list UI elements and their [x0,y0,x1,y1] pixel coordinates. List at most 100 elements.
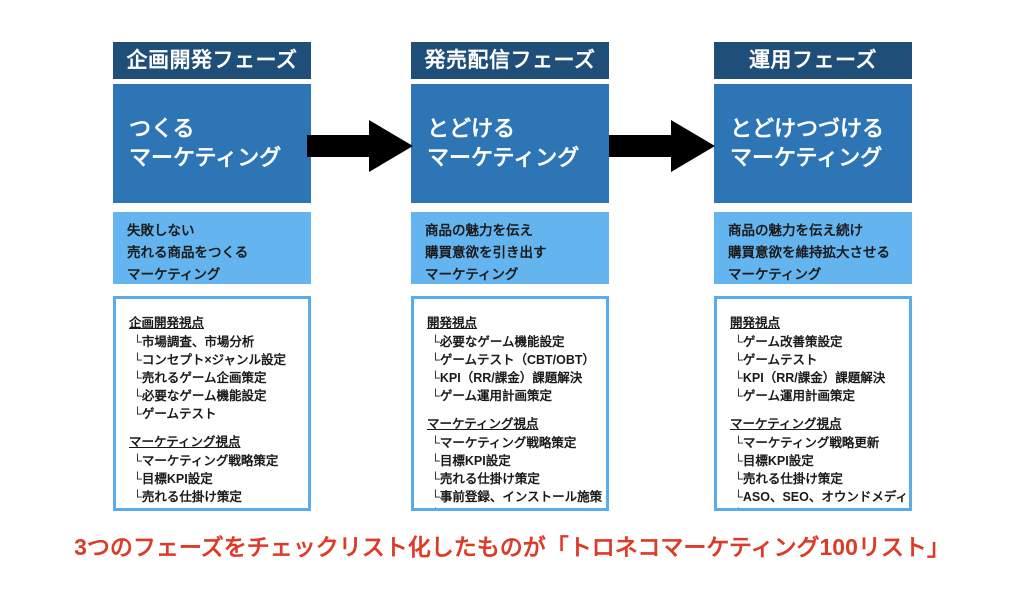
checklist-item: └ゲームテスト [129,405,308,423]
checklist-item-label: 売れる仕掛け策定 [742,471,843,486]
summary-line: マーケティング [425,266,519,282]
checklist-group: マーケティング視点 └マーケティング戦略策定 └目標KPI設定 └売れる仕掛け策… [129,434,308,506]
checklist-item-label: 売れる仕掛け策定 [439,471,540,486]
checklist-item: └売れる仕掛け策定 [129,488,308,506]
summary-line: マーケティング [728,266,822,282]
phase-checklist-box: 企画開発視点 └市場調査、市場分析 └コンセプト×ジャンル設定 └売れるゲーム企… [113,296,311,511]
checklist-item: └ゲーム運用計画策定 [730,387,909,405]
main-box-line: マーケティング [427,144,580,170]
phase-column-planning-development: 企画開発フェーズ つくる マーケティング 失敗しない 売れる商品をつくる マーケ… [113,42,311,511]
checklist-item: └ゲームテスト（CBT/OBT） [427,351,606,369]
branch-glyph-icon: └ [734,471,743,486]
branch-glyph-icon: └ [734,435,743,450]
checklist-item: └目標KPI設定 [129,470,308,488]
branch-glyph-icon: └ [133,489,142,504]
phase-main-box: とどける マーケティング [411,84,609,203]
branch-glyph-icon: └ [431,506,440,509]
checklist-item: └売れるゲーム企画策定 [129,369,308,387]
checklist-item-label: ゲームテスト（CBT/OBT） [439,352,596,367]
checklist-item-label: コンセプト×ジャンル設定 [141,352,287,367]
branch-glyph-icon: └ [431,453,440,468]
phase-column-operation: 運用フェーズ とどけつづける マーケティング 商品の魅力を伝え続け 購買意欲を維… [714,42,912,511]
checklist-item: └目標KPI設定 [730,452,909,470]
summary-line: 商品の魅力を伝え [425,223,533,238]
summary-line: マーケティング [127,266,221,282]
checklist-group: マーケティング視点 └マーケティング戦略更新 └目標KPI設定 └売れる仕掛け策… [730,416,909,509]
phase-header-chip: 企画開発フェーズ [113,42,311,79]
checklist-item-label: ゲーム運用計画策定 [439,388,552,403]
checklist-item-label: KPI（RR/課金）課題解決 [439,370,583,385]
checklist-item: └必要なゲーム機能設定 [427,333,606,351]
checklist-group-title: 開発視点 [730,316,781,330]
branch-glyph-icon: └ [133,352,142,367]
checklist-group-title: 企画開発視点 [129,316,205,330]
checklist-item-label: 目標KPI設定 [742,453,814,468]
main-box-line: とどける [427,115,516,141]
summary-line: 売れる商品をつくる [127,244,249,260]
branch-glyph-icon: └ [431,352,440,367]
figure-caption: 3つのフェーズをチェックリスト化したものが「トロネコマーケティング100リスト」 [74,534,950,560]
branch-glyph-icon: └ [431,388,440,403]
checklist-item: └必要なゲーム機能設定 [129,387,308,405]
checklist-item: └ASO、SEO、オウンドメディア [427,506,606,509]
checklist-item-label: ゲーム運用計画策定 [742,388,855,403]
checklist-item: └マーケティング戦略策定 [427,434,606,452]
checklist-item-label: ASO、SEO、オウンドメディア [440,508,606,509]
checklist-item: └事前登録、インストール施策 [427,488,606,506]
checklist-item-label: 売れる仕掛け策定 [141,489,242,504]
summary-line: 失敗しない [127,223,195,238]
checklist-item: └コンセプト×ジャンル設定 [129,351,308,369]
checklist-item: └SNS、動画、インフルエンサー [730,506,909,509]
branch-glyph-icon: └ [133,471,142,486]
main-box-line: とどけつづける [730,115,885,141]
branch-glyph-icon: └ [431,334,440,349]
checklist-item-label: マーケティング戦略策定 [439,435,577,450]
checklist-item: └マーケティング戦略策定 [129,452,308,470]
checklist-item-label: SNS、動画、インフルエンサー [743,508,909,509]
checklist-group-title: マーケティング視点 [427,416,539,431]
checklist-item-label: 必要なゲーム機能設定 [141,388,267,403]
checklist-item: └目標KPI設定 [427,452,606,470]
checklist-item-label: ゲーム改善策設定 [742,334,843,349]
checklist-item: └KPI（RR/課金）課題解決 [730,369,909,387]
branch-glyph-icon: └ [734,388,743,403]
checklist-group-title: マーケティング視点 [730,416,842,431]
branch-glyph-icon: └ [734,453,743,468]
phase-main-box: つくる マーケティング [113,84,311,203]
phase-summary-band: 商品の魅力を伝え 購買意欲を引き出す マーケティング [411,212,609,284]
checklist-group: 企画開発視点 └市場調査、市場分析 └コンセプト×ジャンル設定 └売れるゲーム企… [129,315,308,423]
checklist-group: 開発視点 └必要なゲーム機能設定 └ゲームテスト（CBT/OBT） └KPI（R… [427,315,606,405]
checklist-item: └ASO、SEO、オウンドメディア [730,488,909,506]
checklist-item-label: KPI（RR/課金）課題解決 [742,370,886,385]
summary-line: 商品の魅力を伝え続け [728,223,863,238]
phase-summary-band: 失敗しない 売れる商品をつくる マーケティング [113,212,311,284]
checklist-item-label: 売れるゲーム企画策定 [141,370,267,385]
checklist-group-title: マーケティング視点 [129,434,241,449]
checklist-group-title: 開発視点 [427,316,478,330]
branch-glyph-icon: └ [431,471,440,486]
branch-glyph-icon: └ [133,388,142,403]
phase-checklist-box: 開発視点 └必要なゲーム機能設定 └ゲームテスト（CBT/OBT） └KPI（R… [411,296,609,511]
checklist-group: 開発視点 └ゲーム改善策設定 └ゲームテスト └KPI（RR/課金）課題解決 └… [730,315,909,405]
branch-glyph-icon: └ [734,506,743,509]
checklist-item: └マーケティング戦略更新 [730,434,909,452]
main-box-line: マーケティング [730,144,883,170]
checklist-item-label: マーケティング戦略更新 [742,435,880,450]
phase-checklist-box: 開発視点 └ゲーム改善策設定 └ゲームテスト └KPI（RR/課金）課題解決 └… [714,296,912,511]
checklist-item: └市場調査、市場分析 [129,333,308,351]
checklist-item: └ゲームテスト [730,351,909,369]
checklist-item-label: 目標KPI設定 [439,453,511,468]
checklist-item-label: ゲームテスト [141,406,217,421]
branch-glyph-icon: └ [133,370,142,385]
branch-glyph-icon: └ [133,334,142,349]
checklist-item-label: 市場調査、市場分析 [141,334,255,349]
main-box-line: つくる [129,115,195,141]
checklist-item-label: ゲームテスト [742,352,818,367]
phase-header-chip: 発売配信フェーズ [411,42,609,79]
arrow-right-icon [609,118,715,174]
checklist-group: マーケティング視点 └マーケティング戦略策定 └目標KPI設定 └売れる仕掛け策… [427,416,606,509]
branch-glyph-icon: └ [734,370,743,385]
arrow-right-icon [307,118,413,174]
branch-glyph-icon: └ [734,489,743,504]
branch-glyph-icon: └ [431,435,440,450]
